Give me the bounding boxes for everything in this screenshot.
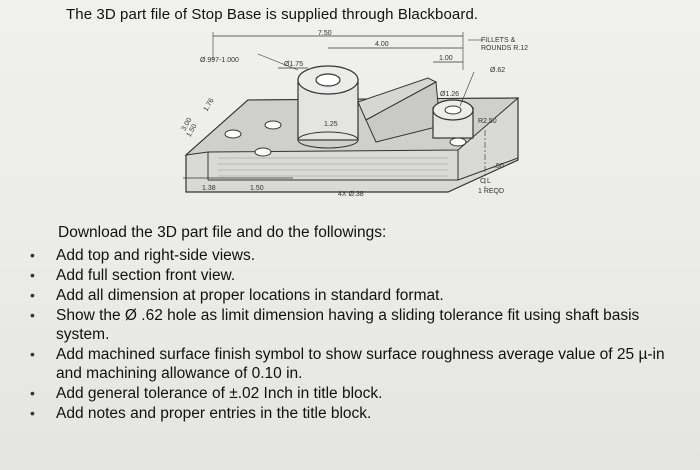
bullet-icon: • bbox=[30, 385, 35, 401]
instruction-text: Add general tolerance of ±.02 Inch in ti… bbox=[56, 385, 383, 402]
instruction-text: Add full section front view. bbox=[56, 267, 236, 284]
dim-radius: R2.50 bbox=[478, 118, 497, 125]
dim-boss-dia: Ø1.75 bbox=[284, 61, 303, 68]
dim-left-3: 1.76 bbox=[203, 97, 216, 112]
note-holes: 4X Ø.38 bbox=[338, 191, 364, 198]
bullet-icon: • bbox=[30, 287, 35, 303]
bullet-icon: • bbox=[30, 307, 35, 323]
bullet-icon: • bbox=[30, 405, 35, 421]
dim-center-distance: 4.00 bbox=[375, 41, 389, 48]
dim-offset: 1.00 bbox=[439, 55, 453, 62]
dim-small-boss: Ø1.26 bbox=[440, 91, 459, 98]
note-centerline: C L bbox=[480, 178, 491, 185]
instructions-list: • Add top and right-side views. • Add full… bbox=[28, 246, 688, 424]
isometric-part-illustration: 7.50 Ø.997-1.000 Ø1.75 4.00 1.00 FILLETS… bbox=[181, 30, 529, 198]
instruction-item: • Add all dimension at proper locations i… bbox=[28, 286, 688, 305]
dim-mid: 1.25 bbox=[324, 121, 338, 128]
dim-small-hole: Ø.62 bbox=[490, 67, 505, 74]
instruction-item: • Add notes and proper entries in the tit… bbox=[28, 404, 688, 423]
bullet-icon: • bbox=[30, 267, 35, 283]
bullet-icon: • bbox=[30, 247, 35, 263]
dim-bottom-2: 1.50 bbox=[250, 185, 264, 192]
dim-bottom-1: 1.38 bbox=[202, 185, 216, 192]
instruction-text: Add all dimension at proper locations in… bbox=[56, 287, 444, 304]
instruction-item: • Show the Ø .62 hole as limit dimension … bbox=[28, 306, 688, 344]
intro-text: The 3D part file of Stop Base is supplie… bbox=[66, 6, 479, 23]
instruction-text: Add top and right-side views. bbox=[56, 247, 256, 264]
instruction-item: • Add general tolerance of ±.02 Inch in t… bbox=[28, 384, 688, 403]
note-required: 1 REQD bbox=[478, 188, 504, 195]
dim-thickness: .50 bbox=[494, 163, 504, 170]
small-hole bbox=[444, 105, 462, 115]
instruction-text: Add notes and proper entries in the titl… bbox=[56, 405, 372, 422]
dim-overall-width: 7.50 bbox=[318, 30, 332, 37]
note-rounds: ROUNDS R.12 bbox=[481, 45, 528, 52]
instruction-item: • Add full section front view. bbox=[28, 266, 688, 285]
stop-base-drawing: 7.50 Ø.997-1.000 Ø1.75 4.00 1.00 FILLETS… bbox=[178, 30, 578, 202]
bullet-icon: • bbox=[30, 346, 35, 362]
note-fillets: FILLETS & bbox=[481, 37, 516, 44]
instruction-text: Add machined surface finish symbol to sh… bbox=[56, 346, 665, 382]
dim-hole-dia: Ø.997-1.000 bbox=[200, 57, 239, 64]
instruction-item: • Add machined surface finish symbol to s… bbox=[28, 345, 688, 383]
instructions-heading: Download the 3D part file and do the fol… bbox=[58, 224, 387, 241]
instruction-text: Show the Ø .62 hole as limit dimension h… bbox=[56, 307, 640, 343]
main-bore-hole bbox=[315, 73, 341, 87]
instruction-item: • Add top and right-side views. bbox=[28, 246, 688, 265]
